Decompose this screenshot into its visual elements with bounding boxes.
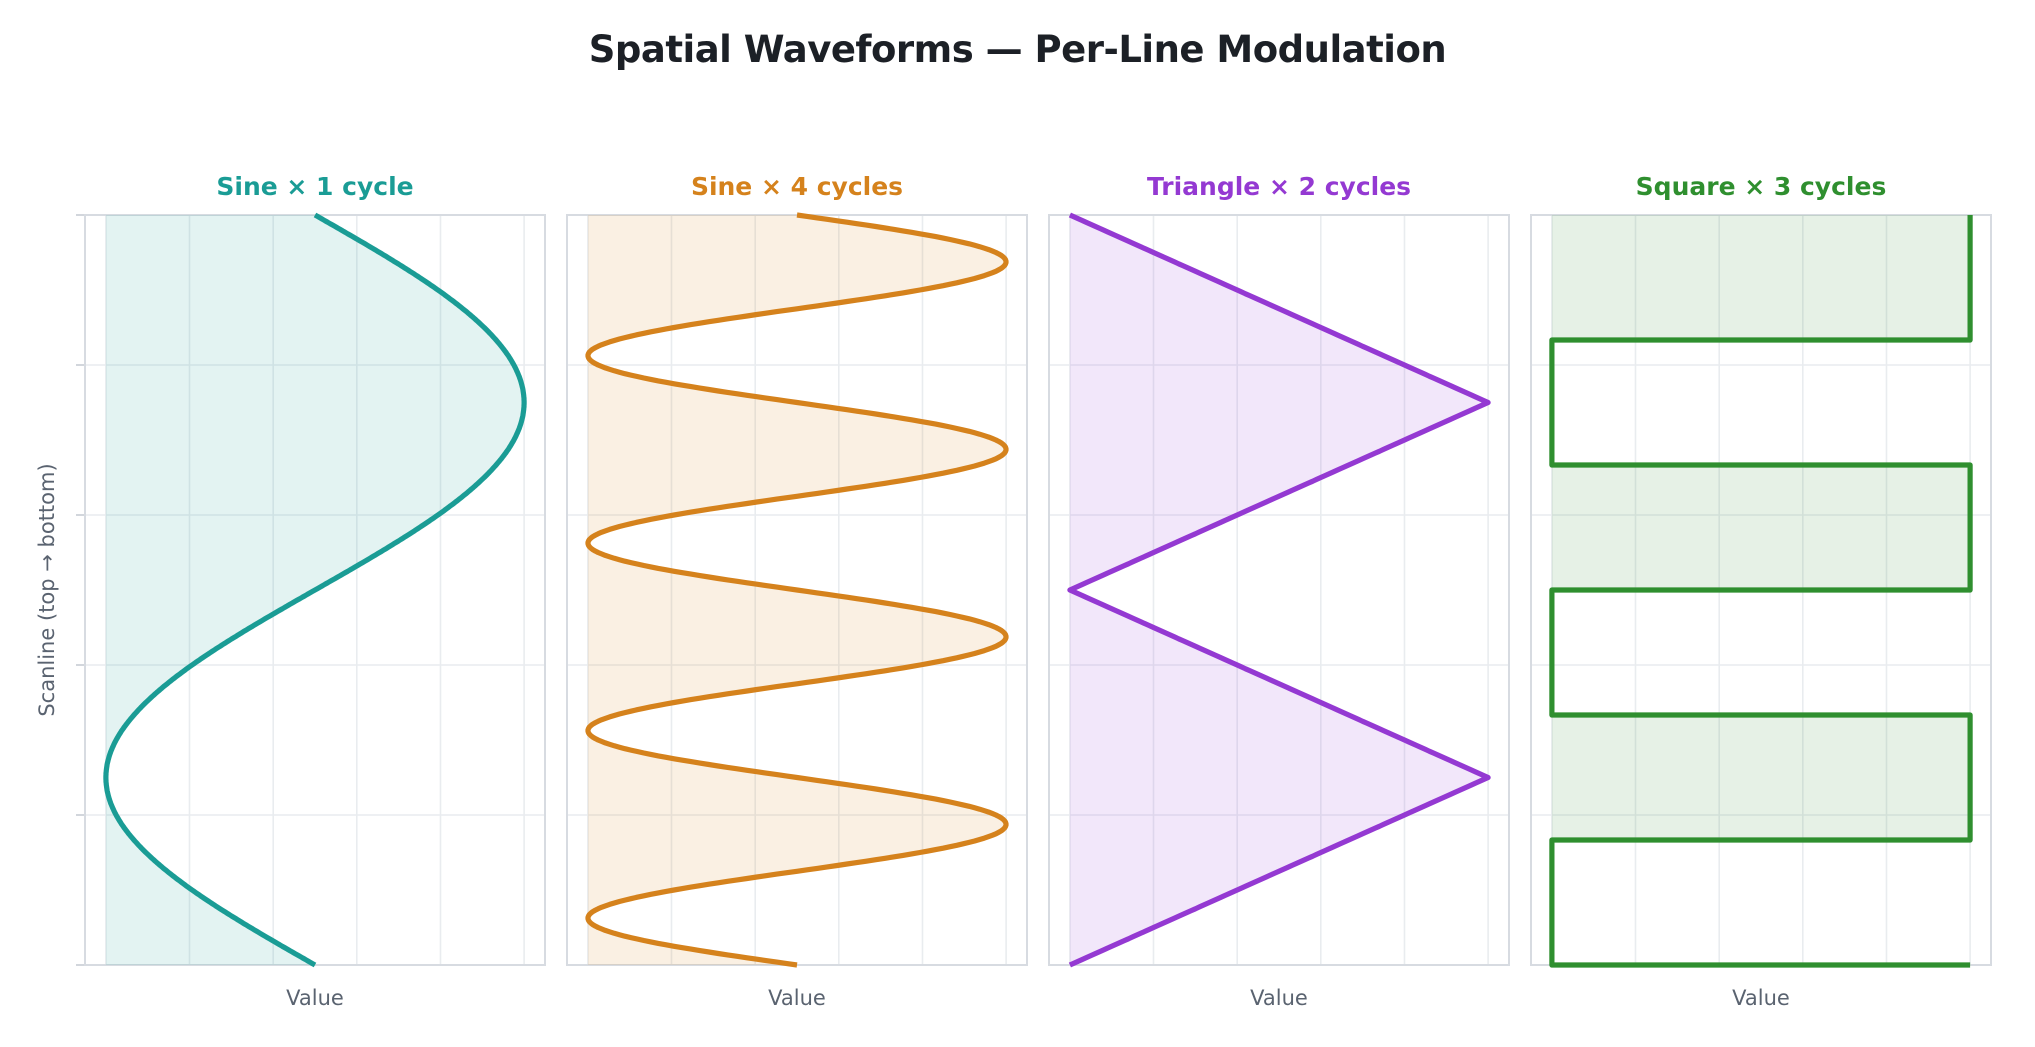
triangle-wave-fill xyxy=(1069,215,1489,965)
panel-title: Sine × 1 cycle xyxy=(216,172,414,201)
axes-frame xyxy=(1048,214,1510,966)
panel-title: Sine × 4 cycles xyxy=(690,172,904,201)
x-axis-label: Value xyxy=(286,986,344,1010)
x-axis-label: Value xyxy=(1732,986,1790,1010)
sine-wave-line xyxy=(585,212,1009,968)
figure-title: Spatial Waveforms — Per-Line Modulation xyxy=(588,28,1447,71)
panel-title: Triangle × 2 cycles xyxy=(1146,172,1412,201)
square-wave-line xyxy=(1549,215,1973,968)
sine-wave-line xyxy=(103,212,527,968)
panel-title: Square × 3 cycles xyxy=(1635,172,1887,201)
x-axis-label: Value xyxy=(1250,986,1308,1010)
panel-sine-1 xyxy=(76,212,546,968)
panel-triangle-2 xyxy=(1048,212,1510,968)
panel-square-3 xyxy=(1530,214,1992,968)
x-axis-label: Value xyxy=(768,986,826,1010)
triangle-wave-line xyxy=(1067,212,1491,968)
panel-sine-4 xyxy=(566,212,1028,968)
